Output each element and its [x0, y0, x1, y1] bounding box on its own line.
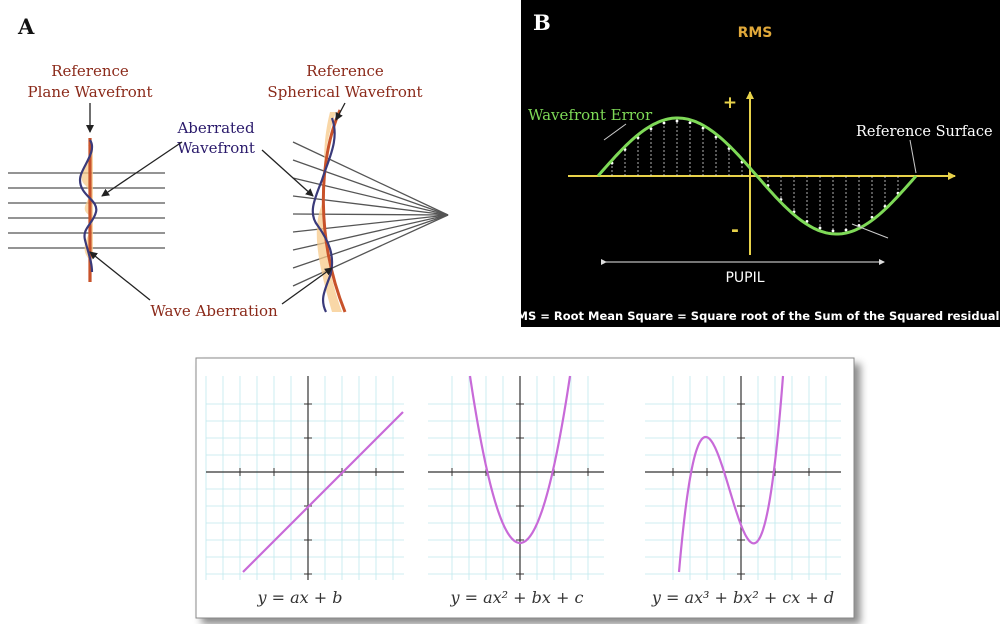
- ref-sphere-label-2: Spherical Wavefront: [267, 83, 422, 101]
- plus-sign: +: [723, 93, 737, 113]
- arrow-aberration-left: [89, 251, 151, 301]
- cray-7: [292, 214, 449, 251]
- cray-8: [292, 214, 449, 269]
- aberrated-wavefront-right: [311, 117, 336, 313]
- trough-pointer: [851, 223, 889, 239]
- arrow-aberration-right: [281, 267, 333, 305]
- arrow-aberrated-left: [101, 141, 183, 197]
- cray-4: [292, 195, 449, 216]
- arrow-aberrated-right: [261, 149, 314, 197]
- plot-linear: [205, 376, 404, 580]
- residual-tip: [844, 228, 848, 232]
- residual-tip: [688, 121, 692, 125]
- residual-tip: [805, 220, 809, 223]
- residual-tip: [831, 229, 835, 233]
- equation-quadratic: y = ax² + bx + c: [450, 588, 584, 607]
- residual-tip: [662, 121, 666, 125]
- panel-b-letter: B: [533, 10, 551, 35]
- cray-2: [292, 159, 449, 216]
- aberrated-label-2: Wavefront: [177, 139, 255, 157]
- function-curve: [677, 375, 785, 573]
- panel-b-background: [521, 0, 1000, 327]
- residual-tip: [701, 126, 705, 130]
- residual-tip: [649, 127, 653, 131]
- equation-linear: y = ax + b: [257, 588, 343, 607]
- pupil-label: PUPIL: [725, 270, 764, 286]
- plot-cubic: [645, 375, 841, 580]
- function-curve: [242, 411, 404, 573]
- cray-9: [292, 214, 449, 287]
- function-curve: [468, 375, 572, 545]
- residual-lines: [610, 118, 900, 234]
- panel-c-frame: [195, 357, 855, 619]
- residual-tip: [675, 119, 679, 123]
- plot-quadratic: [428, 375, 604, 580]
- arrow-ref-sphere: [335, 102, 346, 121]
- ref-plane-label-2: Plane Wavefront: [28, 83, 153, 101]
- panel-c: C y = ax + b y = ax² + bx + c y = ax³ + …: [195, 357, 855, 619]
- spherical-wavefront-diagram: [292, 109, 449, 313]
- pointer-arrows-a: [86, 102, 346, 305]
- cray-3: [292, 177, 449, 216]
- rms-title: RMS: [738, 25, 773, 41]
- rms-caption: RMS = Root Mean Square = Square root of …: [508, 309, 1000, 323]
- converging-rays: [292, 141, 449, 287]
- panel-a-letter: A: [17, 14, 35, 39]
- wavefront-error-pointer: [603, 123, 627, 141]
- minus-sign: -: [731, 219, 739, 241]
- reference-sphere-line: [321, 109, 347, 313]
- wavefront-error-curve: [596, 116, 918, 236]
- aberrated-wavefront-left: [78, 139, 98, 273]
- panel-b: B RMS + - Wavefront Error Reference Surf…: [508, 0, 1000, 327]
- equation-cubic: y = ax³ + bx² + cx + d: [651, 588, 834, 607]
- reference-surface-label: Reference Surface: [856, 124, 993, 140]
- ref-plane-label-1: Reference: [51, 62, 129, 80]
- residual-tip: [818, 226, 822, 230]
- plane-wavefront-diagram: [8, 138, 165, 282]
- reference-surface-pointer: [909, 139, 917, 174]
- cray-5: [292, 213, 449, 216]
- ref-sphere-label-1: Reference: [306, 62, 384, 80]
- panel-a: A: [8, 14, 449, 320]
- wave-aberration-label: Wave Aberration: [150, 302, 278, 320]
- cray-1: [292, 141, 449, 216]
- wavefront-error-label: Wavefront Error: [528, 106, 653, 124]
- aberration-fill-right: [316, 112, 342, 312]
- aberrated-label-1: Aberrated: [176, 119, 255, 137]
